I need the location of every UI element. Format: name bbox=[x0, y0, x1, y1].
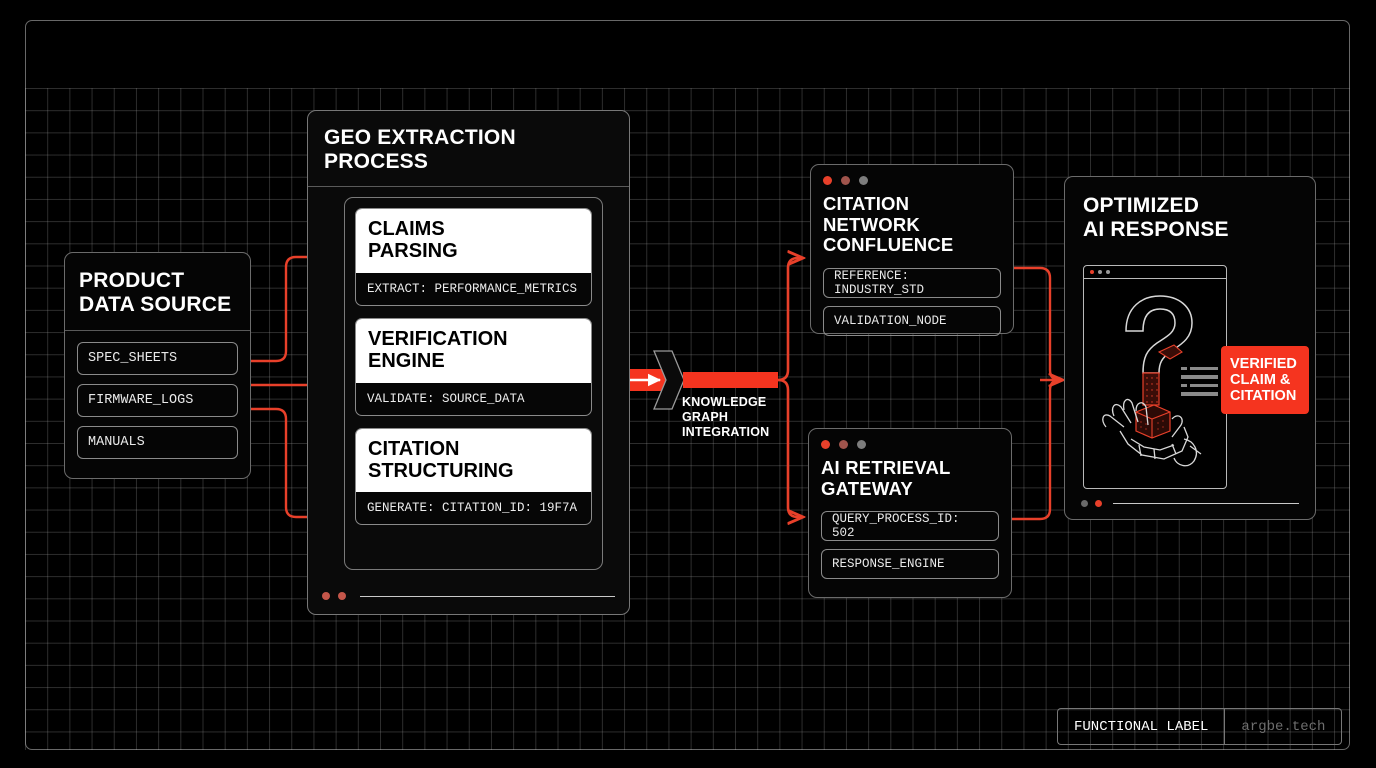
ai-gateway-item-response-engine[interactable]: RESPONSE_ENGINE bbox=[821, 549, 999, 580]
ai-response-footer bbox=[1081, 500, 1299, 507]
geo-panel-footer bbox=[322, 592, 615, 600]
geo-process-header: GEO EXTRACTION PROCESS bbox=[308, 111, 629, 188]
geo-step-verification-engine-title: VERIFICATION ENGINE bbox=[356, 318, 591, 383]
robot-hand-question-illustration bbox=[1102, 295, 1218, 467]
geo-footer-dot-2 bbox=[338, 592, 346, 600]
product-source-header: PRODUCT DATA SOURCE bbox=[65, 253, 250, 332]
geo-step-claims-parsing-meta: EXTRACT: PERFORMANCE_METRICS bbox=[367, 281, 578, 296]
citation-network-window-dots bbox=[823, 176, 1001, 185]
geo-step-claims-parsing[interactable]: CLAIMS PARSING EXTRACT: PERFORMANCE_METR… bbox=[355, 208, 592, 306]
geo-step-verification-engine[interactable]: VERIFICATION ENGINE VALIDATE: SOURCE_DAT… bbox=[355, 317, 592, 416]
citation-network-panel: CITATION NETWORK CONFLUENCE REFERENCE: I… bbox=[810, 164, 1014, 337]
product-data-source-panel: PRODUCT DATA SOURCE SPEC_SHEETS FIRMWARE… bbox=[64, 252, 251, 479]
geo-extraction-process-panel: GEO EXTRACTION PROCESS CLAIMS PARSING EX… bbox=[307, 110, 630, 615]
citation-network-item-reference[interactable]: REFERENCE: INDUSTRY_STD bbox=[823, 268, 1001, 299]
browser-dot-gray-1-icon bbox=[1098, 270, 1102, 274]
geo-step-citation-structuring-meta: GENERATE: CITATION_ID: 19F7A bbox=[367, 501, 578, 516]
geo-footer-rule bbox=[360, 595, 615, 597]
knowledge-graph-label: KNOWLEDGE GRAPH INTEGRATION bbox=[682, 395, 770, 439]
geo-footer-dot-1 bbox=[322, 592, 330, 600]
geo-step-citation-structuring[interactable]: CITATION STRUCTURING GENERATE: CITATION_… bbox=[355, 427, 592, 526]
geo-steps-container: CLAIMS PARSING EXTRACT: PERFORMANCE_METR… bbox=[344, 197, 603, 570]
geo-step-claims-parsing-title: CLAIMS PARSING bbox=[356, 209, 591, 273]
window-dot-gray-icon bbox=[857, 440, 866, 449]
footer-brand: argbe.tech bbox=[1224, 708, 1343, 745]
response-preview-browser bbox=[1083, 265, 1227, 489]
response-footer-rule bbox=[1113, 503, 1299, 504]
browser-dot-red-icon bbox=[1090, 270, 1094, 274]
window-dot-muted-icon bbox=[839, 440, 848, 449]
footer-bar: FUNCTIONAL LABEL argbe.tech bbox=[1057, 708, 1343, 745]
browser-title-bar bbox=[1084, 266, 1226, 279]
ai-gateway-window-dots bbox=[821, 440, 999, 449]
product-source-items: SPEC_SHEETS FIRMWARE_LOGS MANUALS bbox=[65, 331, 250, 470]
ai-response-title: OPTIMIZED AI RESPONSE bbox=[1083, 194, 1229, 241]
response-footer-dot-active bbox=[1095, 500, 1102, 507]
source-item-spec-sheets[interactable]: SPEC_SHEETS bbox=[77, 342, 238, 376]
browser-dot-gray-2-icon bbox=[1106, 270, 1110, 274]
window-dot-red-icon bbox=[821, 440, 830, 449]
product-source-title: PRODUCT DATA SOURCE bbox=[79, 269, 232, 316]
citation-network-item-validation-node[interactable]: VALIDATION_NODE bbox=[823, 306, 1001, 337]
source-item-firmware-logs[interactable]: FIRMWARE_LOGS bbox=[77, 384, 238, 418]
window-dot-gray-icon bbox=[859, 176, 868, 185]
source-item-manuals[interactable]: MANUALS bbox=[77, 426, 238, 460]
verified-claim-citation-badge: VERIFIED CLAIM & CITATION bbox=[1221, 346, 1309, 414]
geo-step-verification-engine-meta: VALIDATE: SOURCE_DATA bbox=[367, 391, 525, 406]
ai-gateway-title: AI RETRIEVAL GATEWAY bbox=[821, 457, 951, 499]
ai-retrieval-gateway-panel: AI RETRIEVAL GATEWAY QUERY_PROCESS_ID: 5… bbox=[808, 428, 1012, 598]
ai-gateway-item-query-process[interactable]: QUERY_PROCESS_ID: 502 bbox=[821, 511, 999, 542]
window-dot-red-icon bbox=[823, 176, 832, 185]
geo-step-citation-structuring-title: CITATION STRUCTURING bbox=[356, 428, 591, 493]
window-dot-muted-icon bbox=[841, 176, 850, 185]
citation-network-title: CITATION NETWORK CONFLUENCE bbox=[823, 193, 954, 256]
geo-process-title: GEO EXTRACTION PROCESS bbox=[324, 126, 516, 173]
footer-functional-label: FUNCTIONAL LABEL bbox=[1057, 708, 1225, 745]
response-footer-dot-idle bbox=[1081, 500, 1088, 507]
